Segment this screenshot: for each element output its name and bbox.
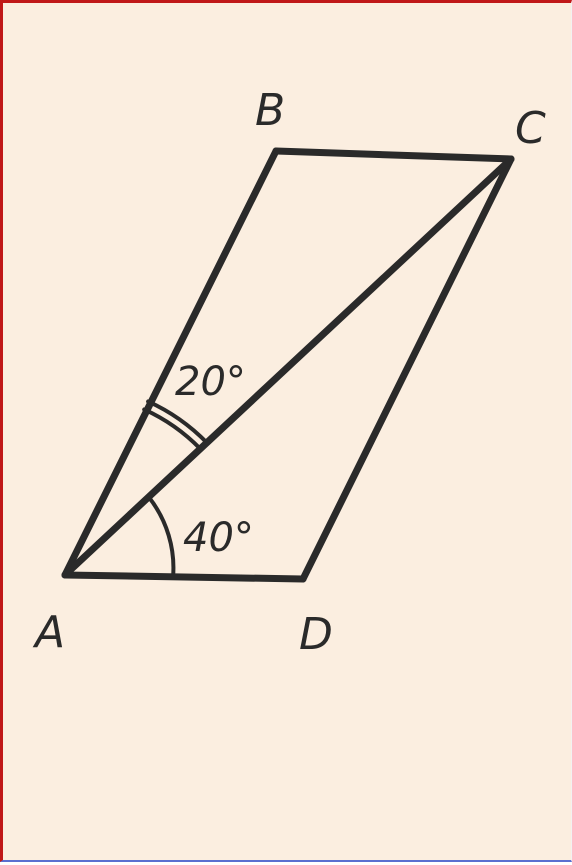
side-cd [299,155,515,583]
angle-arc-bac-inner [146,399,209,445]
side-ad [61,571,307,583]
angle-arc-bac-outer [142,407,203,451]
diagonal-ac [61,155,515,579]
angle-label-cad: 40° [183,515,254,561]
angle-label-bac: 20° [175,359,246,405]
vertex-label-b: B [255,85,285,136]
side-ab [61,147,280,579]
vertex-label-d: D [299,609,333,660]
vertex-label-c: C [515,103,546,154]
parallelogram-diagram: A B C D 20° 40° [32,85,546,660]
side-bc [272,147,515,163]
angle-arc-cad [146,495,176,580]
vertex-label-a: A [32,607,65,658]
